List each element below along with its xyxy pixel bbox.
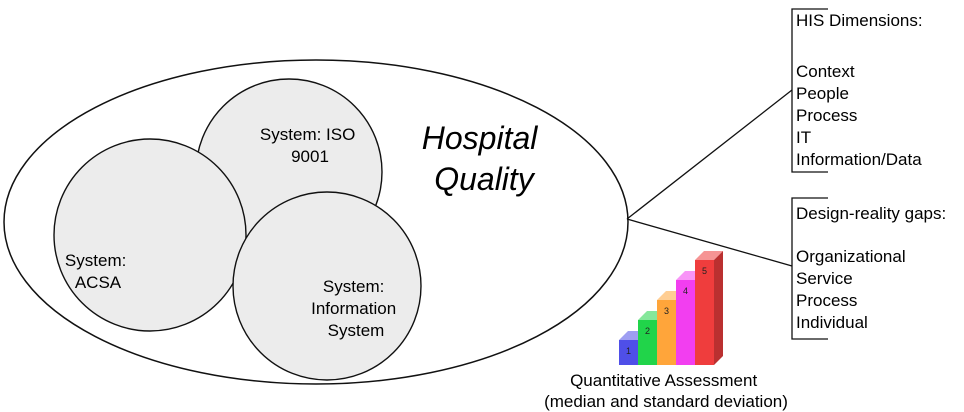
his-dimension-item: People xyxy=(796,84,849,103)
his-dimension-item: Context xyxy=(796,62,855,81)
system-circle-information xyxy=(232,191,422,381)
assessment-bar-side-5 xyxy=(714,251,723,365)
his-dimension-item: IT xyxy=(796,128,811,147)
assessment-bar-top-5 xyxy=(695,251,723,260)
design-reality-gaps-list: Design-reality gaps: Organizational Serv… xyxy=(796,204,946,332)
design-reality-gap-item: Individual xyxy=(796,313,868,332)
assessment-bar-label-2: 2 xyxy=(645,326,650,336)
his-dimensions-title: HIS Dimensions: xyxy=(796,11,923,30)
design-reality-gaps-title: Design-reality gaps: xyxy=(796,204,946,223)
connector-his-dimensions xyxy=(626,89,793,220)
system-circle-acsa xyxy=(53,138,247,332)
assessment-bar-2 xyxy=(638,320,657,365)
assessment-bar-label-5: 5 xyxy=(702,266,707,276)
quantitative-assessment-caption: Quantitative Assessment (median and stan… xyxy=(544,371,788,411)
design-reality-gaps-bracket xyxy=(791,197,828,340)
system-label-information: System: Information System xyxy=(311,277,401,340)
assessment-bar-label-3: 3 xyxy=(664,306,669,316)
assessment-bar-1 xyxy=(619,340,638,365)
design-reality-gap-item: Organizational xyxy=(796,247,906,266)
assessment-bar-label-4: 4 xyxy=(683,286,688,296)
hospital-quality-title: Hospital Quality xyxy=(422,120,547,197)
his-dimension-item: Process xyxy=(796,106,857,125)
his-dimensions-bracket xyxy=(791,8,828,173)
assessment-bar-label-1: 1 xyxy=(626,346,631,356)
quantitative-assessment-bars: 1 2 3 4 5 xyxy=(619,251,723,365)
his-dimension-item: Information/Data xyxy=(796,150,922,169)
system-label-iso: System: ISO 9001 xyxy=(260,125,360,166)
assessment-bar-5 xyxy=(695,260,714,365)
assessment-bar-3 xyxy=(657,300,676,365)
system-label-acsa: System: ACSA xyxy=(65,251,131,292)
his-dimensions-list: HIS Dimensions: Context People Process I… xyxy=(796,11,923,169)
assessment-bar-4 xyxy=(676,280,695,365)
design-reality-gap-item: Process xyxy=(796,291,857,310)
design-reality-gap-item: Service xyxy=(796,269,853,288)
connector-design-reality-gaps xyxy=(626,218,793,267)
